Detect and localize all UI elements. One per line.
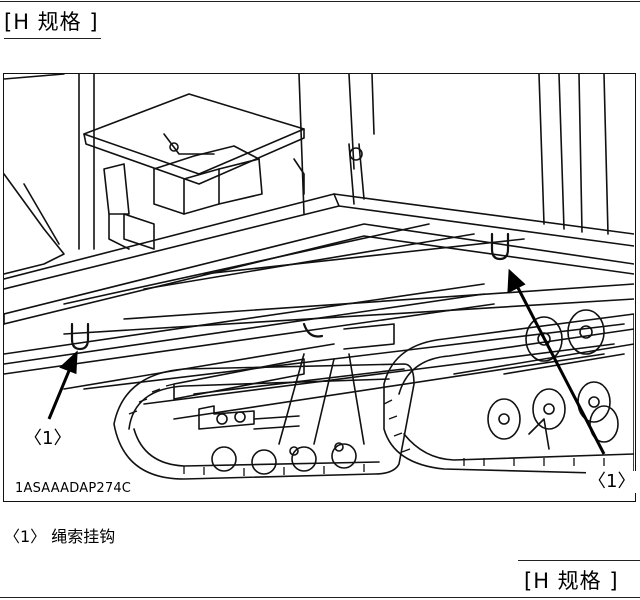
top-rule (0, 1, 640, 2)
figure-code: 1ASAAADAP274C (12, 481, 135, 496)
machine-illustration (3, 73, 636, 502)
machine-line-drawing (4, 74, 634, 480)
figure-caption: 〈1〉 绳索挂钩 (4, 527, 116, 546)
callout-label: 〈1〉 (22, 428, 74, 450)
bottom-rule (518, 560, 640, 561)
final-rule (0, 597, 640, 598)
spec-header-top: [H 规格 ] (4, 8, 101, 39)
spec-header-bottom: [H 规格 ] (524, 569, 619, 593)
callout-label: 〈1〉 (586, 471, 638, 493)
